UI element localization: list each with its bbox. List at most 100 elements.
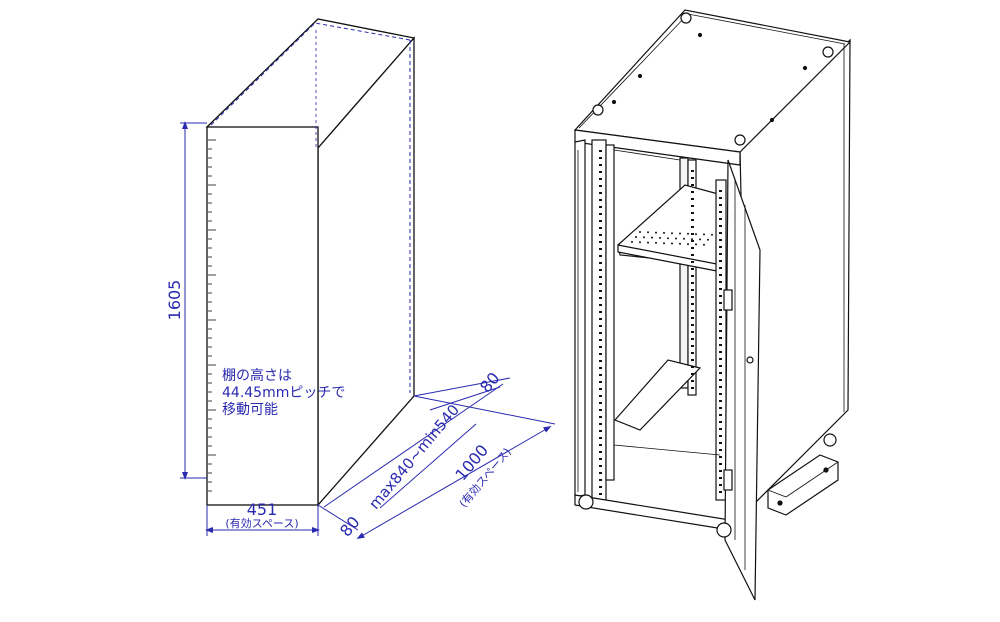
rail-hole: [691, 373, 694, 375]
rail-hole: [599, 171, 602, 173]
rail-hole: [599, 290, 602, 292]
rail-hole: [599, 325, 602, 327]
rail-hole: [691, 226, 694, 228]
rail-hole: [719, 288, 722, 290]
shelf-note-line3: 移動可能: [222, 402, 278, 418]
rail-hole: [719, 246, 722, 248]
shelf-hole: [703, 233, 705, 236]
rail-hole: [691, 366, 694, 368]
rail-hole: [599, 164, 602, 166]
shelf-note-line1: 棚の高さは: [222, 367, 292, 384]
rail-hole: [599, 472, 602, 474]
depth-dimensions: [317, 377, 556, 540]
rail-hole: [691, 261, 694, 263]
rail-hole: [691, 191, 694, 193]
rail-hole: [719, 351, 722, 353]
rail-hole: [599, 437, 602, 439]
height-dimension: 1605: [165, 121, 207, 480]
rail-hole: [599, 395, 602, 397]
rail-hole: [719, 197, 722, 199]
rail-hole: [691, 205, 694, 207]
rail-hole: [691, 289, 694, 291]
shelf-hole: [639, 231, 641, 233]
width-dimension: 451 (有効スペース): [205, 500, 320, 536]
shelf-hole: [667, 237, 669, 240]
rail-hole: [599, 339, 602, 341]
rail-hole: [719, 449, 722, 451]
rail-hole: [691, 324, 694, 326]
rail-hole: [599, 185, 602, 187]
rail-hole: [719, 267, 722, 269]
shelf-hole: [639, 241, 641, 244]
rail-hole: [599, 360, 602, 362]
rail-hole: [599, 353, 602, 355]
rail-hole: [719, 484, 722, 486]
rail-hole: [719, 337, 722, 339]
rail-hole: [719, 309, 722, 311]
rail-hole: [691, 338, 694, 340]
depth-back-offset-label: 80: [476, 369, 504, 397]
rack-mounting-holes: [599, 150, 722, 495]
shelf-hole: [655, 231, 657, 234]
shelf-hole: [663, 231, 665, 234]
shelf-perforations: [631, 231, 713, 246]
rail-hole: [599, 213, 602, 215]
shelf-hole: [683, 237, 685, 240]
rail-hole: [599, 458, 602, 460]
rail-hole: [719, 211, 722, 213]
rail-hole: [719, 218, 722, 220]
rail-hole: [691, 198, 694, 200]
rail-hole: [599, 150, 602, 152]
rail-hole: [719, 323, 722, 325]
rail-hole: [719, 316, 722, 318]
rail-hole: [691, 219, 694, 221]
rail-hole: [599, 276, 602, 278]
rack-schematic-box: [205, 18, 416, 507]
rail-hole: [719, 344, 722, 346]
rail-hole: [719, 463, 722, 465]
shelf-hole: [635, 236, 637, 238]
rail-hole: [599, 444, 602, 446]
rail-hole: [719, 393, 722, 395]
rail-hole: [691, 177, 694, 179]
rail-hole: [719, 232, 722, 234]
rail-hole: [599, 451, 602, 453]
rail-hole: [599, 493, 602, 495]
shelf-hole: [659, 236, 661, 239]
shelf-pitch-ticks: [208, 139, 216, 492]
rail-hole: [719, 281, 722, 283]
rail-hole: [599, 367, 602, 369]
rail-hole: [691, 212, 694, 214]
rail-hole: [691, 310, 694, 312]
rail-hole: [691, 331, 694, 333]
rail-hole: [599, 234, 602, 236]
rail-hole: [691, 233, 694, 235]
rail-hole: [599, 262, 602, 264]
rail-hole: [599, 311, 602, 313]
rail-hole: [599, 269, 602, 271]
depth-front-offset-label: 80: [336, 513, 364, 541]
rail-hole: [719, 204, 722, 206]
rail-hole: [691, 317, 694, 319]
rail-hole: [719, 442, 722, 444]
rail-hole: [691, 240, 694, 242]
rail-hole: [719, 435, 722, 437]
shelf-hole: [679, 232, 681, 235]
rail-hole: [599, 416, 602, 418]
rail-hole: [599, 157, 602, 159]
rail-hole: [599, 248, 602, 250]
rail-hole: [719, 414, 722, 416]
rail-hole: [691, 254, 694, 256]
rail-hole: [599, 486, 602, 488]
rail-hole: [691, 380, 694, 382]
rail-hole: [599, 374, 602, 376]
width-label: 451: [247, 500, 278, 519]
rail-hole: [599, 430, 602, 432]
rail-hole: [599, 199, 602, 201]
rail-hole: [599, 220, 602, 222]
rail-hole: [719, 274, 722, 276]
shelf-hole: [663, 242, 665, 245]
rail-hole: [599, 206, 602, 208]
rail-hole: [599, 178, 602, 180]
rail-hole: [599, 332, 602, 334]
